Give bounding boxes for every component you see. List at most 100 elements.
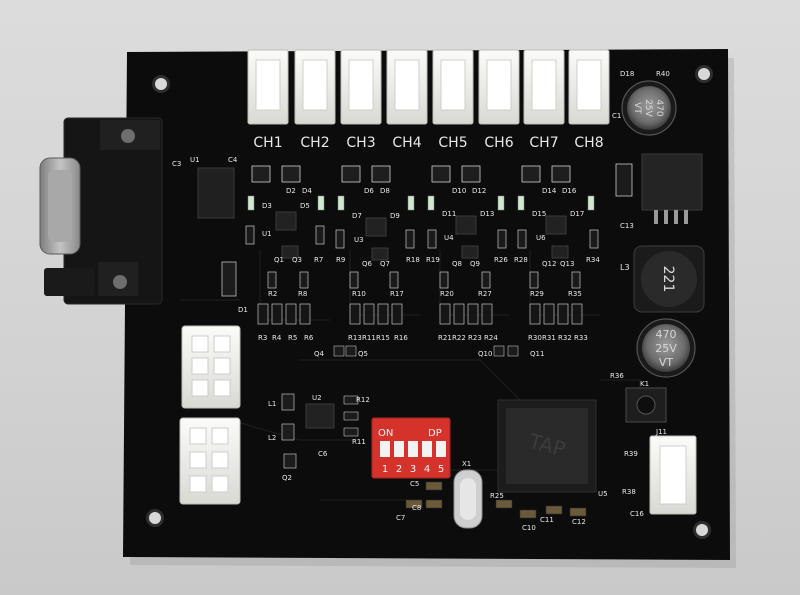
ch8-label: CH8 <box>574 135 603 151</box>
ch6-label: CH6 <box>484 135 513 151</box>
label-u6: U6 <box>536 234 546 242</box>
svg-text:25V: 25V <box>643 99 653 117</box>
svg-text:R34: R34 <box>586 256 600 264</box>
label-r11b: R11 <box>352 438 366 446</box>
inductor-l3: 221 <box>633 245 705 313</box>
label-q11: Q11 <box>530 350 544 358</box>
label-d1: D1 <box>238 306 248 314</box>
label-c3: C3 <box>172 160 181 168</box>
connector-ch6 <box>478 49 520 125</box>
label-q5: Q5 <box>358 350 368 358</box>
ch1-label: CH1 <box>253 135 282 151</box>
led-labels: D3 D5 D7 D9 D11 D13 D15 D17 <box>262 202 584 220</box>
svg-text:R27: R27 <box>478 290 492 298</box>
svg-text:D4: D4 <box>302 187 312 195</box>
svg-text:Q13: Q13 <box>560 260 574 268</box>
label-c4: C4 <box>228 156 238 164</box>
label-c6: C6 <box>318 450 328 458</box>
label-u5: U5 <box>598 490 608 498</box>
ch5-label: CH5 <box>438 135 467 151</box>
label-k1: K1 <box>640 380 649 388</box>
dip-number-5: 5 <box>438 464 444 475</box>
label-r12: R12 <box>356 396 370 404</box>
svg-text:R35: R35 <box>568 290 582 298</box>
connector-ch3 <box>340 49 382 125</box>
svg-text:D9: D9 <box>390 212 400 220</box>
label-c16: C16 <box>630 510 644 518</box>
connector-ch2 <box>294 49 336 125</box>
ch3-label: CH3 <box>346 135 375 151</box>
crystal-x1 <box>453 469 483 529</box>
dip-number-1: 1 <box>382 464 388 475</box>
label-u3: U3 <box>354 236 364 244</box>
label-d18: D18 <box>620 70 634 78</box>
resistor-vertical-labels: R7 R9 R18 R19 R26 R28 R34 Q1 Q3 Q6 Q7 Q8… <box>268 256 600 298</box>
svg-text:R32: R32 <box>558 334 572 342</box>
dip-number-2: 2 <box>396 464 402 475</box>
label-q10: Q10 <box>478 350 492 358</box>
label-u1: U1 <box>190 156 200 164</box>
ch2-label: CH2 <box>300 135 329 151</box>
svg-text:R33: R33 <box>574 334 588 342</box>
mounting-holes <box>146 65 713 539</box>
svg-text:R7: R7 <box>314 256 323 264</box>
svg-text:R24: R24 <box>484 334 498 342</box>
dip-on-label: ON <box>378 428 393 439</box>
label-q2: Q2 <box>282 474 292 482</box>
svg-text:Q9: Q9 <box>470 260 480 268</box>
dsub-connector <box>39 117 163 305</box>
dip-switch: ON DP 1 2 3 4 5 <box>371 417 451 479</box>
svg-text:VT: VT <box>659 356 674 369</box>
electrolytic-cap-c2: 470 25V VT <box>636 318 696 378</box>
svg-text:VT: VT <box>632 102 642 114</box>
pushbutton-k1 <box>625 387 667 423</box>
label-c8: C8 <box>412 504 421 512</box>
label-c1: C1 <box>612 112 621 120</box>
svg-text:R3: R3 <box>258 334 267 342</box>
label-r25: R25 <box>490 492 504 500</box>
svg-text:R16: R16 <box>394 334 408 342</box>
svg-text:25V: 25V <box>655 342 677 355</box>
label-r38: R38 <box>622 488 636 496</box>
label-c13: C13 <box>620 222 634 230</box>
label-u4: U4 <box>444 234 454 242</box>
label-l3: L3 <box>620 263 630 272</box>
label-l1: L1 <box>268 400 276 408</box>
svg-text:470: 470 <box>656 328 677 341</box>
transistor-group <box>333 345 519 357</box>
diode-row <box>251 165 571 183</box>
svg-text:R23: R23 <box>468 334 482 342</box>
power-connector-top <box>181 325 241 409</box>
svg-text:R9: R9 <box>336 256 345 264</box>
label-l2: L2 <box>268 434 276 442</box>
svg-text:D11: D11 <box>442 210 456 218</box>
svg-text:R31: R31 <box>542 334 556 342</box>
svg-text:R28: R28 <box>514 256 528 264</box>
small-caps <box>405 481 587 519</box>
svg-text:R2: R2 <box>268 290 277 298</box>
resistor-row-labels: R3 R4 R5 R6 R13 R11 R15 R16 R21 R22 R23 … <box>258 334 588 342</box>
label-c12: C12 <box>572 518 586 526</box>
svg-text:D15: D15 <box>532 210 546 218</box>
svg-text:R17: R17 <box>390 290 404 298</box>
svg-text:R10: R10 <box>352 290 366 298</box>
label-x1: X1 <box>462 460 471 468</box>
led-row <box>247 195 595 211</box>
ic-u2 <box>305 403 335 429</box>
svg-text:R22: R22 <box>452 334 466 342</box>
svg-text:R19: R19 <box>426 256 440 264</box>
svg-text:D14: D14 <box>542 187 557 195</box>
svg-text:Q6: Q6 <box>362 260 373 268</box>
ic-u1 <box>197 167 235 219</box>
label-r39: R39 <box>624 450 638 458</box>
svg-text:R4: R4 <box>272 334 282 342</box>
power-connector-bottom <box>179 417 241 505</box>
voltage-regulator <box>641 153 703 224</box>
svg-text:D17: D17 <box>570 210 584 218</box>
svg-text:D3: D3 <box>262 202 272 210</box>
svg-text:R29: R29 <box>530 290 544 298</box>
dip-number-4: 4 <box>424 464 430 475</box>
svg-text:D16: D16 <box>562 187 577 195</box>
label-c5: C5 <box>410 480 419 488</box>
svg-text:D5: D5 <box>300 202 310 210</box>
